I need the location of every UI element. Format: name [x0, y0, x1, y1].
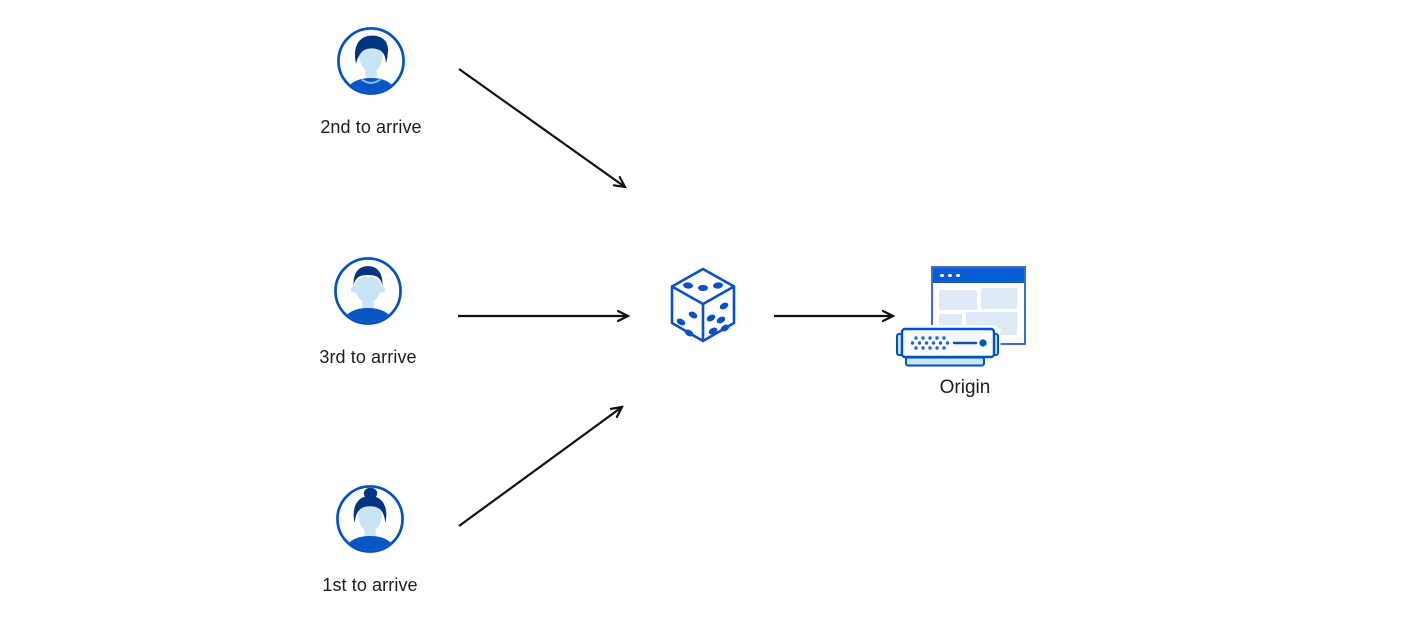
dice-icon — [670, 267, 736, 343]
arrow-user2-to-dice — [458, 68, 628, 189]
titlebar-dot — [956, 273, 960, 278]
content-block — [939, 290, 977, 310]
server-vent-dots — [910, 336, 950, 350]
arrow-user1-to-dice — [458, 405, 624, 527]
content-block — [981, 288, 1017, 309]
server-icon — [893, 325, 1001, 368]
user-3rd-label: 3rd to arrive — [319, 347, 417, 367]
dice-randomizer — [666, 264, 741, 349]
origin-label: Origin — [939, 377, 991, 398]
user-3rd-to-arrive: 3rd to arrive — [288, 256, 448, 368]
man-short-hair-avatar-icon — [334, 257, 402, 325]
titlebar-dot — [940, 273, 944, 278]
origin-server — [893, 325, 1003, 370]
browser-titlebar — [933, 268, 1024, 283]
browser-content — [933, 283, 1024, 343]
server-led — [979, 339, 987, 347]
user-1st-to-arrive: 1st to arrive — [290, 484, 450, 596]
content-block — [939, 314, 962, 327]
user-1st-label: 1st to arrive — [322, 575, 418, 595]
titlebar-dot — [948, 273, 952, 278]
man-swept-hair-avatar-icon — [337, 27, 405, 95]
user-2nd-to-arrive: 2nd to arrive — [291, 26, 451, 138]
user-2nd-label: 2nd to arrive — [320, 117, 422, 137]
woman-bun-avatar-icon — [336, 485, 404, 553]
